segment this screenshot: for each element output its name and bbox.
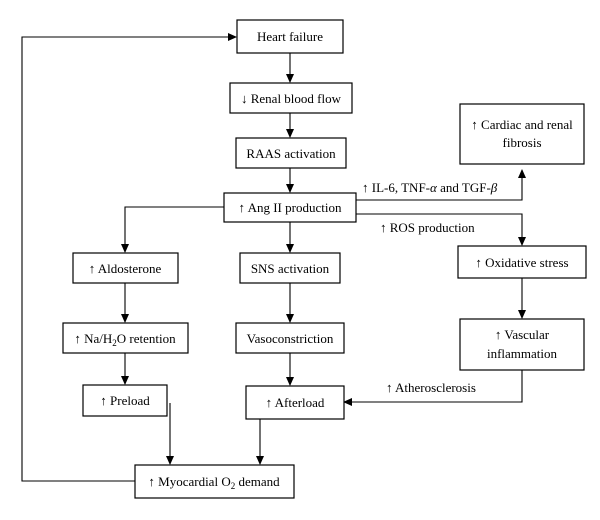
node-ang-ii-production-label: ↑ Ang II production (239, 200, 342, 215)
node-afterload: ↑ Afterload (245, 385, 345, 420)
edges (21, 33, 526, 482)
node-renal-blood-flow: ↓ Renal blood flow (229, 82, 353, 114)
ros-production-label: ↑ ROS production (380, 220, 475, 235)
node-sns-activation: SNS activation (239, 252, 341, 284)
node-cardiac-renal-fibrosis-label-line1: ↑ Cardiac and renal (471, 117, 573, 132)
edge-inflammation-to-afterload (343, 370, 523, 406)
edge-ang-ii-to-oxidative-stress (356, 213, 526, 246)
node-preload: ↑ Preload (82, 384, 168, 417)
node-heart-failure: Heart failure (236, 19, 344, 54)
node-afterload-label: ↑ Afterload (266, 395, 325, 410)
node-preload-label: ↑ Preload (100, 393, 150, 408)
edge-ang-ii-to-aldosterone (121, 206, 224, 253)
node-oxidative-stress: ↑ Oxidative stress (457, 245, 587, 279)
node-ang-ii-production: ↑ Ang II production (223, 192, 357, 223)
node-cardiac-renal-fibrosis-label-line2: fibrosis (503, 135, 542, 150)
edge-ang-ii-to-fibrosis (356, 169, 526, 201)
node-vasoconstriction-label: Vasoconstriction (247, 331, 334, 346)
node-raas-activation: RAAS activation (235, 137, 347, 169)
atherosclerosis-label: ↑ Atherosclerosis (386, 380, 476, 395)
node-aldosterone: ↑ Aldosterone (72, 252, 179, 284)
node-aldosterone-label: ↑ Aldosterone (89, 261, 162, 276)
node-myocardial-o2-demand-label: ↑ Myocardial O2 demand (148, 474, 280, 491)
node-cardiac-renal-fibrosis: ↑ Cardiac and renal fibrosis (459, 103, 585, 165)
node-sns-activation-label: SNS activation (251, 261, 330, 276)
node-myocardial-o2-demand: ↑ Myocardial O2 demand (134, 464, 295, 499)
node-oxidative-stress-label: ↑ Oxidative stress (475, 255, 568, 270)
node-renal-blood-flow-label: ↓ Renal blood flow (241, 91, 342, 106)
edge-myocardial-demand-feedback-to-heart-failure (21, 33, 237, 482)
node-vascular-inflammation-label-line1: ↑ Vascular (495, 327, 550, 342)
node-na-h2o-retention-label: ↑ Na/H2O retention (74, 331, 176, 348)
node-vasoconstriction: Vasoconstriction (235, 322, 345, 354)
node-raas-activation-label: RAAS activation (246, 146, 336, 161)
node-na-h2o-retention: ↑ Na/H2O retention (62, 322, 189, 354)
node-vascular-inflammation: ↑ Vascular inflammation (459, 318, 585, 371)
cytokines-label: ↑ IL-6, TNF-α and TGF-β (362, 180, 498, 195)
node-heart-failure-label: Heart failure (257, 29, 323, 44)
node-vascular-inflammation-label-line2: inflammation (487, 346, 558, 361)
